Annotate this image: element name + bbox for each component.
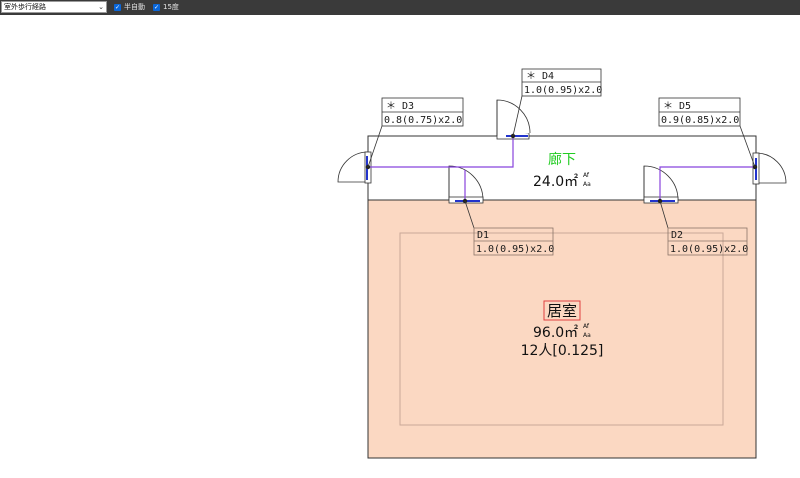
15deg-label: 15度 xyxy=(163,3,179,11)
tag-d1-spec: 1.0(0.95)x2.0 xyxy=(476,244,554,255)
tag-d3[interactable]: ＊ D3 0.8(0.75)x2.0 xyxy=(381,97,464,127)
corridor-area-sup: Af xyxy=(583,172,590,179)
tag-d5-spec: 0.9(0.85)x2.0 xyxy=(661,115,739,126)
chevron-down-icon[interactable]: ⌄ xyxy=(98,3,104,11)
tag-d1[interactable]: D1 1.0(0.95)x2.0 xyxy=(473,227,554,256)
door-d5[interactable] xyxy=(752,152,787,185)
living-room-occupancy: 12人[0.125] xyxy=(521,343,604,359)
tag-d3-spec: 0.8(0.75)x2.0 xyxy=(384,115,462,126)
tag-d1-id: D1 xyxy=(477,230,489,241)
tag-d2-id: D2 xyxy=(671,230,683,241)
toolbar: 室外歩行経路 ⌄ ✓ 半自動 ✓ 15度 xyxy=(0,0,800,15)
corridor-area-value: 24.0㎡ xyxy=(533,174,578,190)
checkmark-icon[interactable]: ✓ xyxy=(153,4,160,11)
corridor-area[interactable] xyxy=(367,135,757,201)
route-select-value: 室外歩行経路 xyxy=(4,3,46,11)
living-room-area-sup: Af xyxy=(583,323,590,330)
living-room-label: 居室 96.0㎡ Af Aa 12人[0.125] xyxy=(521,300,604,359)
tag-d4-spec: 1.0(0.95)x2.0 xyxy=(524,85,602,96)
tag-d2-spec: 1.0(0.95)x2.0 xyxy=(670,244,748,255)
tag-d2[interactable]: D2 1.0(0.95)x2.0 xyxy=(667,227,748,256)
door-tag-leaders xyxy=(367,95,756,229)
corridor-label: 廊下 24.0㎡ Af Aa xyxy=(533,151,591,190)
living-room-area-value: 96.0㎡ xyxy=(533,325,578,341)
living-room-name: 居室 xyxy=(547,302,577,320)
half-auto-checkbox[interactable]: ✓ 半自動 xyxy=(114,3,145,12)
tag-d4[interactable]: ＊ D4 1.0(0.95)x2.0 xyxy=(521,68,602,97)
corridor-name: 廊下 xyxy=(548,151,576,168)
tag-d5[interactable]: ＊ D5 0.9(0.85)x2.0 xyxy=(658,97,741,127)
checkmark-icon[interactable]: ✓ xyxy=(114,4,121,11)
living-room-area-sub: Aa xyxy=(583,332,591,339)
tag-d3-id: ＊ D3 xyxy=(386,101,414,112)
15deg-checkbox[interactable]: ✓ 15度 xyxy=(153,3,179,12)
tag-d5-id: ＊ D5 xyxy=(663,101,691,112)
living-room-inner-boundary xyxy=(399,232,724,426)
half-auto-label: 半自動 xyxy=(124,3,145,11)
tag-d4-id: ＊ D4 xyxy=(526,71,554,82)
route-select[interactable]: 室外歩行経路 ⌄ xyxy=(1,1,107,13)
corridor-area-sub: Aa xyxy=(583,181,591,188)
